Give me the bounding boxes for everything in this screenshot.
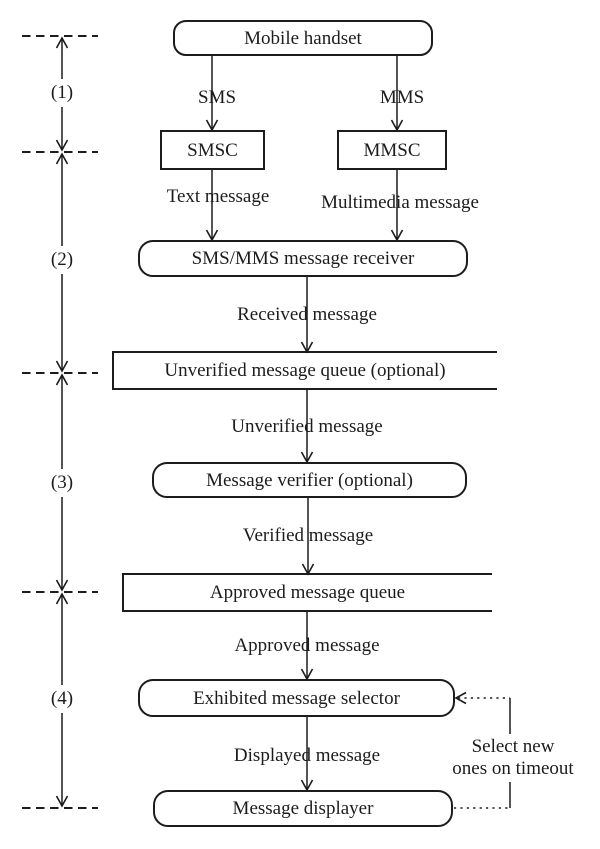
timeout-note: Select new ones on timeout	[449, 734, 577, 782]
node-selector-label: Exhibited message selector	[193, 687, 400, 709]
node-mmsc-label: MMSC	[363, 139, 421, 161]
edge-label-sms: SMS	[197, 87, 237, 108]
node-verifier-label: Message verifier (optional)	[206, 469, 413, 491]
edge-label-unverified-message: Unverified message	[231, 416, 383, 437]
node-mobile-handset-label: Mobile handset	[244, 27, 362, 49]
node-smsc-label: SMSC	[187, 139, 238, 161]
timeout-note-line1: Select new	[471, 736, 555, 757]
queue-box-outlines	[112, 351, 497, 612]
node-approved-queue-label: Approved message queue	[209, 581, 406, 603]
edge-label-text-message: Text message	[166, 186, 270, 207]
node-receiver-label: SMS/MMS message receiver	[191, 248, 415, 269]
node-unverified-queue-label: Unverified message queue (optional)	[164, 359, 446, 381]
flow-arrows	[205, 56, 404, 792]
edge-label-mms: MMS	[379, 87, 425, 108]
node-mmsc: MMSC	[337, 130, 447, 170]
edge-label-multimedia-message: Multimedia message	[321, 192, 479, 213]
edge-label-displayed-message: Displayed message	[233, 745, 381, 766]
stage-label-4: (4)	[48, 685, 76, 713]
edge-label-received-message: Received message	[237, 304, 377, 325]
stage-label-3: (3)	[48, 469, 76, 497]
stage-tick-lines	[22, 35, 98, 809]
stage-label-2: (2)	[48, 246, 76, 274]
node-mobile-handset: Mobile handset	[173, 20, 433, 56]
node-message-displayer: Message displayer	[153, 790, 453, 827]
node-exhibited-message-selector: Exhibited message selector	[138, 679, 455, 717]
node-displayer-label: Message displayer	[232, 798, 374, 819]
node-message-verifier: Message verifier (optional)	[152, 462, 467, 498]
edge-label-verified-message: Verified message	[242, 525, 374, 546]
node-unverified-message-queue: Unverified message queue (optional)	[113, 352, 497, 389]
timeout-note-line2: ones on timeout	[452, 758, 574, 779]
stage-label-1: (1)	[48, 79, 76, 107]
node-smsc: SMSC	[160, 130, 265, 170]
node-approved-message-queue: Approved message queue	[123, 574, 492, 611]
edge-label-approved-message: Approved message	[234, 635, 380, 656]
node-sms-mms-message-receiver: SMS/MMS message receiver	[138, 240, 468, 277]
